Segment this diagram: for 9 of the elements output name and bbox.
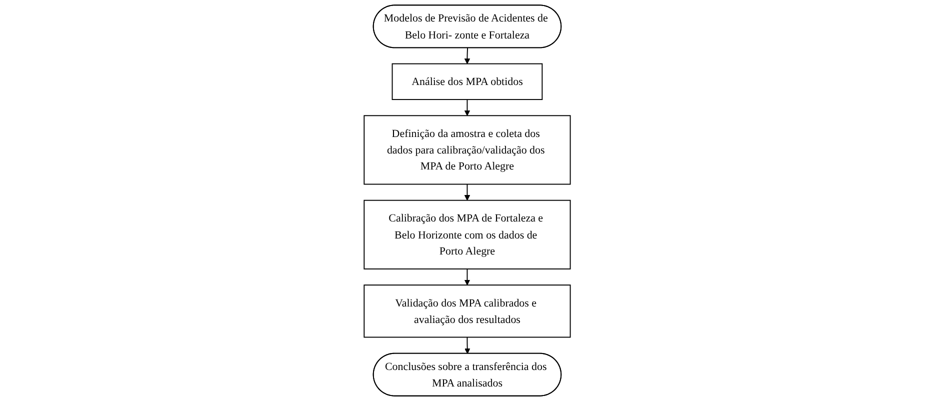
node-box: Definição da amostra e coleta dos dados para calibração/validação dos MPA de Porto Alegre [363,115,571,185]
arrow [464,99,470,116]
node-box: Validação dos MPA calibrados e avaliação dos resultados [363,284,571,338]
arrow [464,336,470,354]
node-box: Análise dos MPA obtidos [392,63,542,100]
arrow [464,184,470,201]
arrow [464,268,470,286]
node-box: Calibração dos MPA de Fortaleza e Belo Horizonte com os dados de Porto Alegre [363,200,571,270]
arrow [464,48,470,64]
